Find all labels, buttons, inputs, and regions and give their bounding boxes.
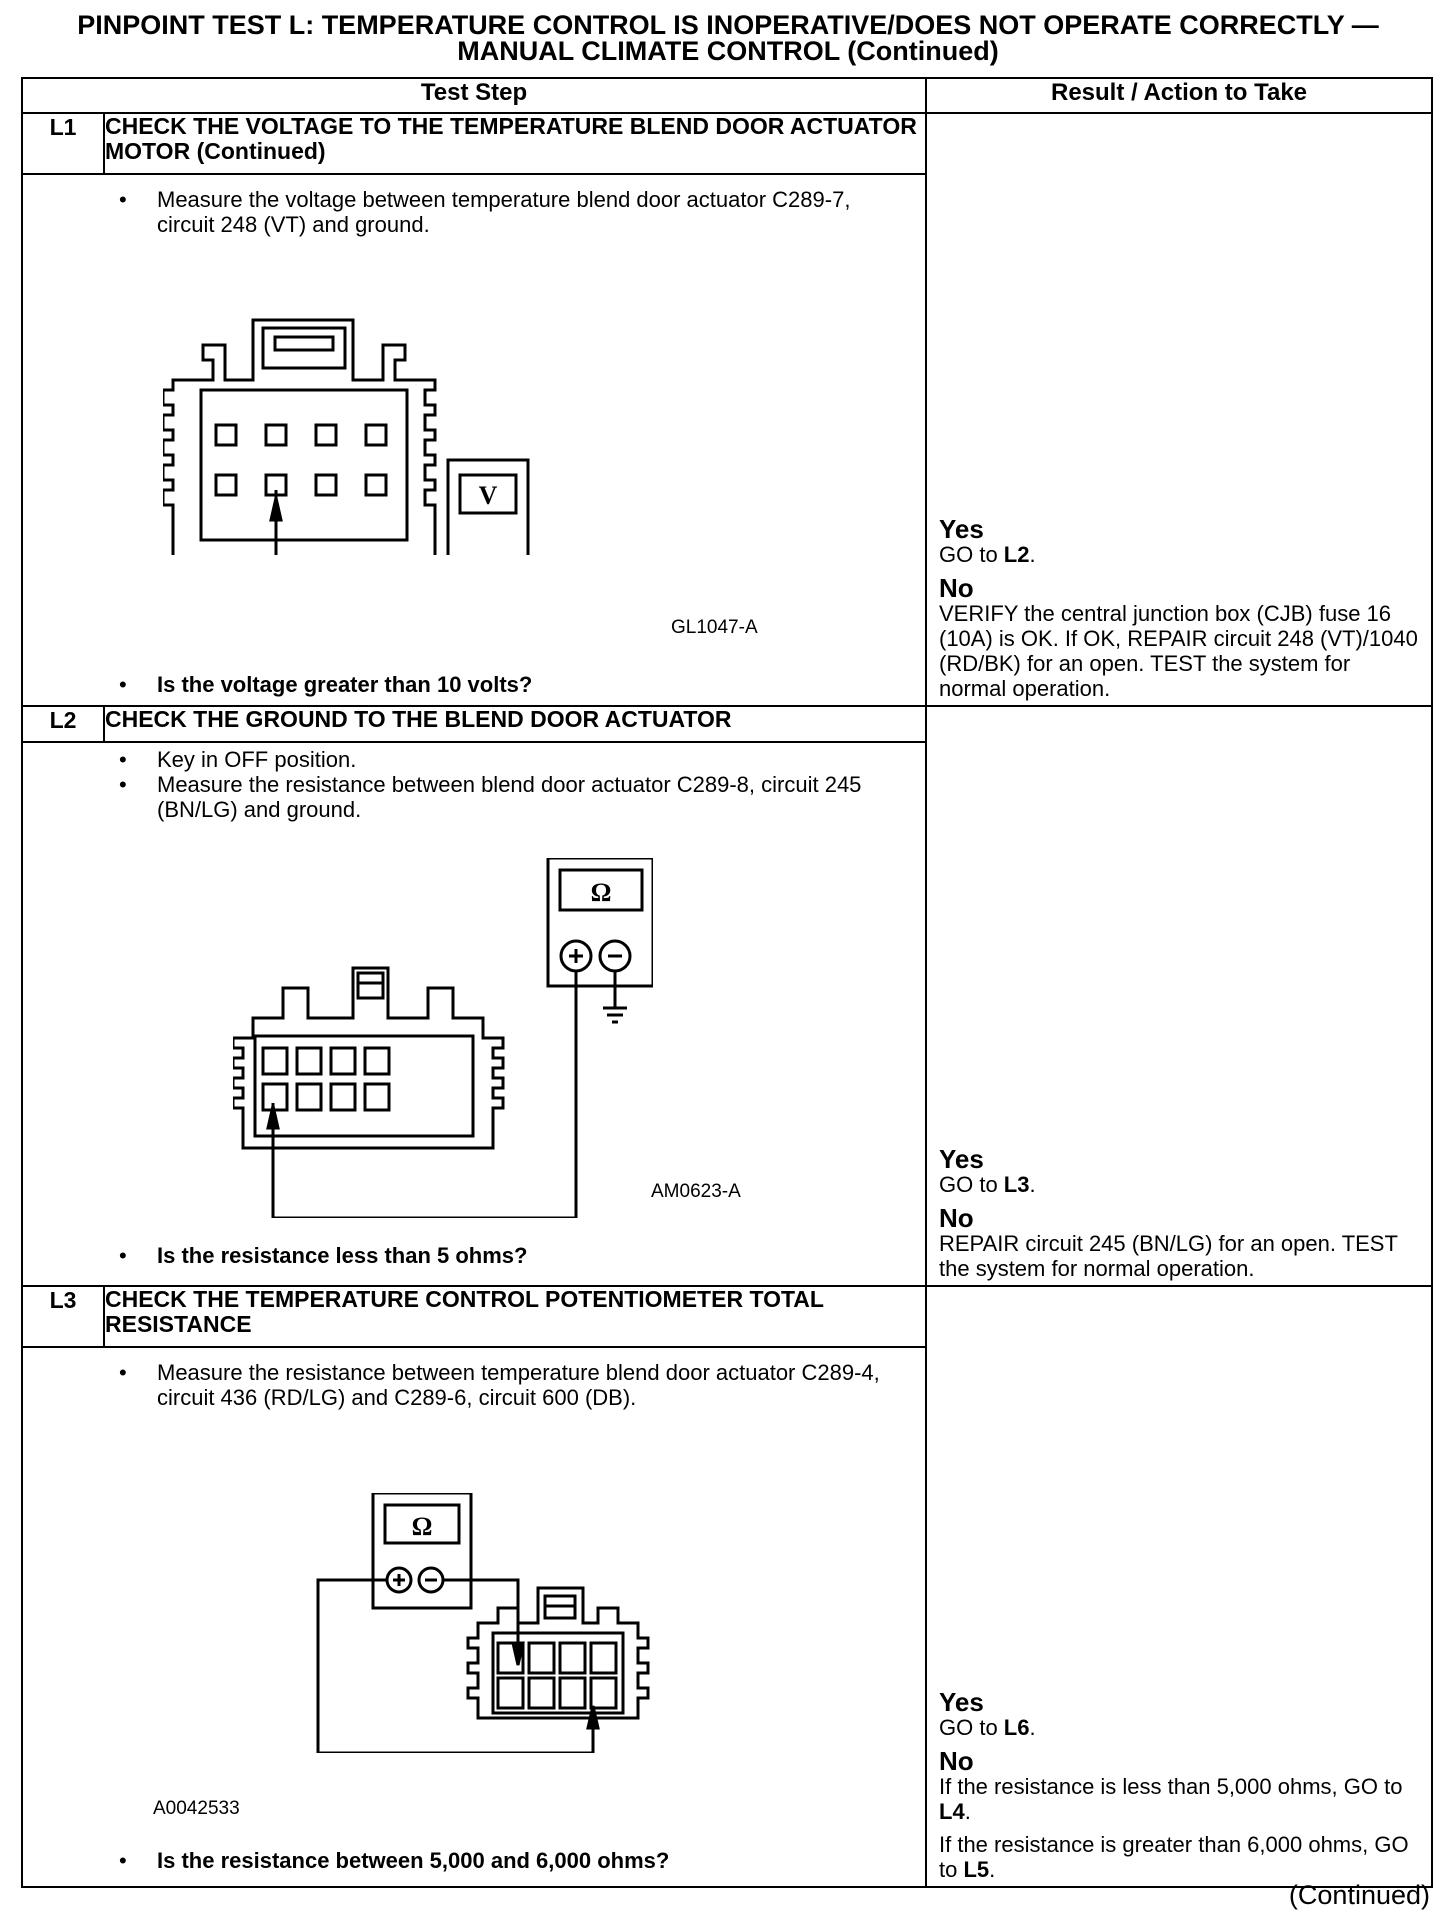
- yes-label: Yes: [939, 1687, 984, 1717]
- result-cell: Yes GO to L6. No If the resistance is le…: [925, 1285, 1433, 1888]
- yes-label: Yes: [939, 1144, 984, 1174]
- yes-action: GO to L6.: [939, 1715, 1036, 1740]
- figure-code: GL1047-A: [671, 617, 758, 638]
- no-action-greater: If the resistance is greater than 6,000 …: [939, 1832, 1409, 1882]
- step-id: L3: [21, 1285, 105, 1348]
- instruction-item: Measure the resistance between blend doo…: [119, 772, 905, 822]
- header-result: Result / Action to Take: [925, 77, 1433, 114]
- step-body: Key in OFF position. Measure the resista…: [21, 741, 927, 1287]
- page-title: PINPOINT TEST L: TEMPERATURE CONTROL IS …: [77, 10, 1379, 40]
- no-label: No: [939, 1203, 974, 1233]
- step-body: Measure the resistance between temperatu…: [21, 1346, 927, 1888]
- ground-test-diagram: Ω: [233, 858, 653, 1218]
- potentiometer-test-diagram: Ω: [293, 1493, 713, 1753]
- result-block: Yes GO to L3. No REPAIR circuit 245 (BN/…: [939, 1146, 1423, 1281]
- step-body-row: Measure the resistance between temperatu…: [21, 1346, 1432, 1888]
- step-name: CHECK THE VOLTAGE TO THE TEMPERATURE BLE…: [103, 112, 927, 175]
- result-cell: Yes GO to L3. No REPAIR circuit 245 (BN/…: [925, 705, 1433, 1287]
- yes-label: Yes: [939, 514, 984, 544]
- page-subtitle: MANUAL CLIMATE CONTROL (Continued): [457, 36, 999, 66]
- result-block: Yes GO to L2. No VERIFY the central junc…: [939, 516, 1423, 701]
- step-question: Is the resistance between 5,000 and 6,00…: [119, 1848, 669, 1873]
- step-question: Is the voltage greater than 10 volts?: [119, 672, 532, 697]
- step-body: Measure the voltage between temperature …: [21, 173, 927, 707]
- step-body-row: Key in OFF position. Measure the resista…: [21, 741, 1432, 1287]
- header-test-step: Test Step: [21, 77, 927, 114]
- no-label: No: [939, 573, 974, 603]
- step-instructions: Measure the voltage between temperature …: [119, 187, 905, 237]
- yes-action: GO to L3.: [939, 1172, 1036, 1197]
- instruction-item: Key in OFF position.: [119, 747, 905, 772]
- step-title-row: L2 CHECK THE GROUND TO THE BLEND DOOR AC…: [21, 705, 1433, 1287]
- table-header-row: Test Step Result / Action to Take: [21, 77, 1433, 114]
- figure-code: AM0623-A: [651, 1181, 741, 1202]
- step-instructions: Key in OFF position. Measure the resista…: [119, 747, 905, 822]
- instruction-item: Measure the voltage between temperature …: [119, 187, 905, 237]
- no-action-less: If the resistance is less than 5,000 ohm…: [939, 1774, 1403, 1824]
- step-instructions: Measure the resistance between temperatu…: [119, 1360, 905, 1410]
- result-cell: Yes GO to L2. No VERIFY the central junc…: [925, 112, 1433, 707]
- figure-code: A0042533: [153, 1798, 240, 1819]
- no-action: REPAIR circuit 245 (BN/LG) for an open. …: [939, 1231, 1398, 1281]
- meter-symbol: Ω: [412, 1512, 433, 1541]
- step-question: Is the resistance less than 5 ohms?: [119, 1243, 527, 1268]
- no-action: VERIFY the central junction box (CJB) fu…: [939, 601, 1418, 701]
- step-name: CHECK THE GROUND TO THE BLEND DOOR ACTUA…: [103, 705, 927, 743]
- step-title-row: L3 CHECK THE TEMPERATURE CONTROL POTENTI…: [21, 1285, 1433, 1888]
- step-name: CHECK THE TEMPERATURE CONTROL POTENTIOME…: [103, 1285, 927, 1348]
- yes-action: GO to L2.: [939, 542, 1036, 567]
- step-id: L2: [21, 705, 105, 743]
- continued-label: (Continued): [1288, 1880, 1430, 1910]
- pinpoint-test-table: Test Step Result / Action to Take L1 CHE…: [21, 77, 1433, 1888]
- step-body-row: Measure the voltage between temperature …: [21, 173, 1432, 707]
- meter-symbol: Ω: [591, 878, 612, 907]
- instruction-item: Measure the resistance between temperatu…: [119, 1360, 905, 1410]
- no-label: No: [939, 1746, 974, 1776]
- blend-door-connector: V: [163, 280, 683, 555]
- step-id: L1: [21, 112, 105, 175]
- step-title-row: L1 CHECK THE VOLTAGE TO THE TEMPERATURE …: [21, 112, 1433, 707]
- result-block: Yes GO to L6. No If the resistance is le…: [939, 1689, 1423, 1882]
- meter-symbol: V: [479, 481, 498, 510]
